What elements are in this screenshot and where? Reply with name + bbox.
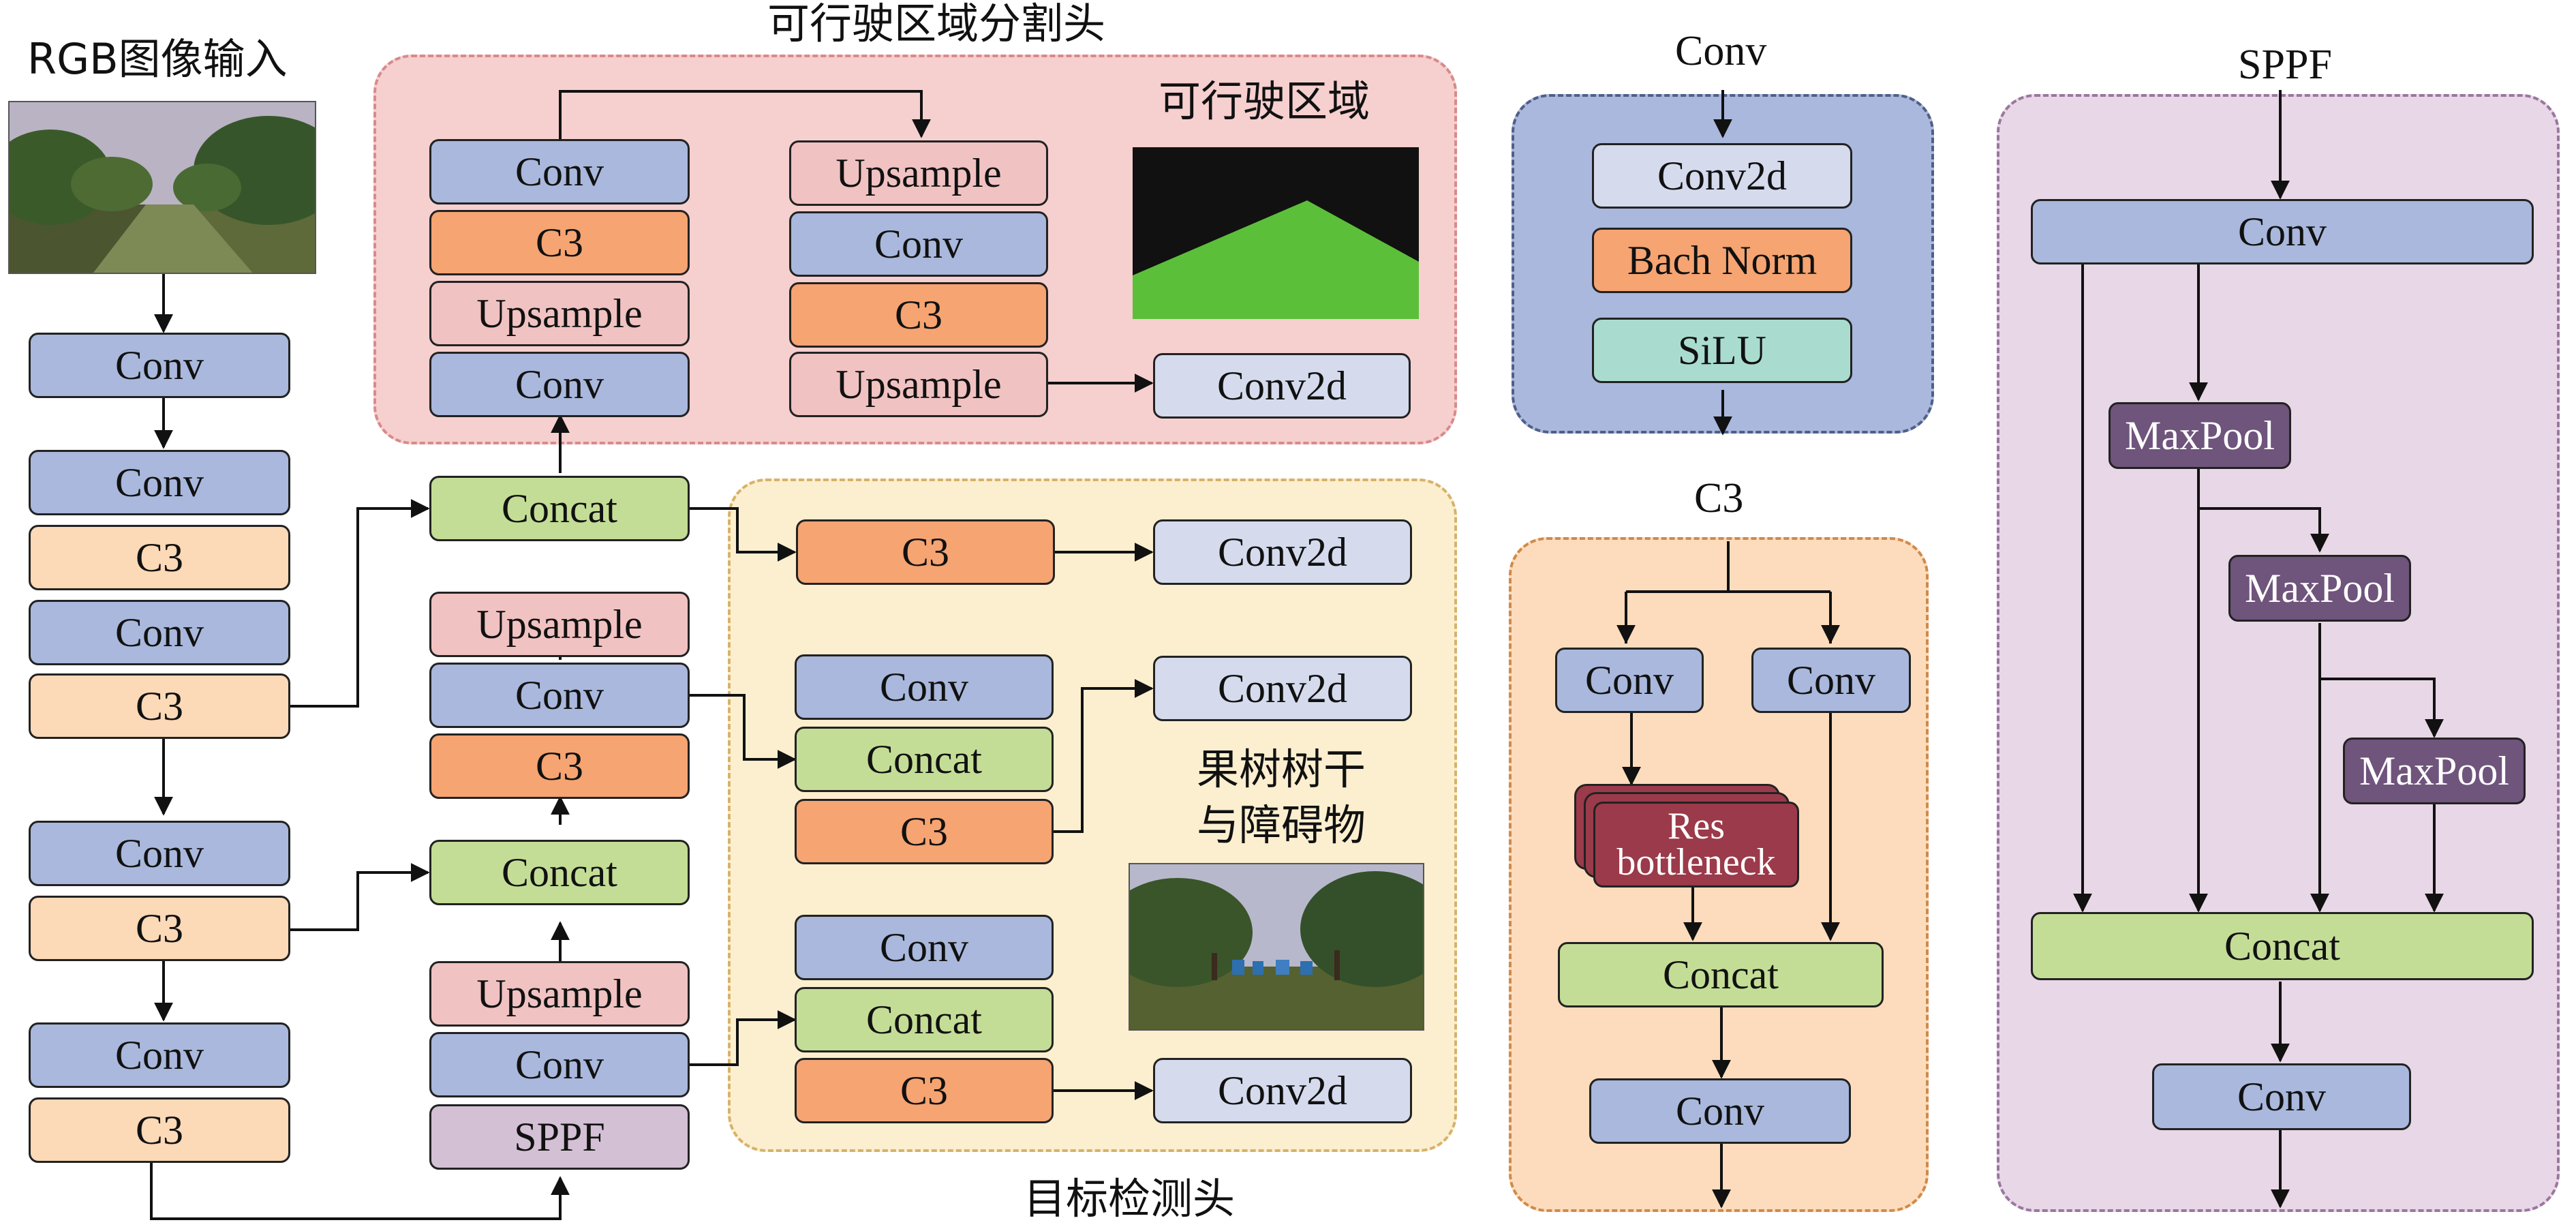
det-c3-2: C3 xyxy=(795,799,1054,864)
sppf-detail-conv-in: Conv xyxy=(2031,199,2534,264)
c3-detail-conv-right: Conv xyxy=(1751,648,1911,713)
backbone-conv-5: Conv xyxy=(29,1022,290,1088)
backbone-conv-2: Conv xyxy=(29,450,290,515)
backbone-conv-3: Conv xyxy=(29,600,290,665)
det-c3-1: C3 xyxy=(796,519,1055,585)
seg-conv-1: Conv xyxy=(429,139,690,204)
neck-sppf: SPPF xyxy=(429,1104,690,1170)
sppf-panel-title: SPPF xyxy=(2238,42,2332,88)
seg-c3-2: C3 xyxy=(789,282,1048,348)
neck-concat-2: Concat xyxy=(429,840,690,905)
c3-detail-concat: Concat xyxy=(1558,942,1884,1007)
c3-detail-conv-out: Conv xyxy=(1589,1078,1851,1144)
det-concat-2: Concat xyxy=(795,727,1054,792)
neck-conv-1: Conv xyxy=(429,663,690,728)
backbone-c3-1: C3 xyxy=(29,525,290,590)
det-conv2d-3: Conv2d xyxy=(1153,1058,1412,1123)
conv-detail-silu: SiLU xyxy=(1592,318,1852,383)
rgb-input-title: RGB图像输入 xyxy=(27,34,288,84)
seg-conv-2: Conv xyxy=(429,352,690,417)
trunk-obstacle-image xyxy=(1129,863,1424,1031)
det-conv-3: Conv xyxy=(795,915,1054,980)
arrow xyxy=(690,1010,797,1066)
conv-panel-title: Conv xyxy=(1675,28,1767,74)
arrow xyxy=(2320,678,2444,738)
sppf-detail-conv-out: Conv xyxy=(2152,1063,2411,1130)
det-conv2d-1: Conv2d xyxy=(1153,519,1412,585)
neck-conv-2: Conv xyxy=(429,1032,690,1097)
sppf-detail-concat: Concat xyxy=(2031,912,2534,980)
conv-detail-conv2d: Conv2d xyxy=(1592,143,1852,209)
seg-upsample-2: Upsample xyxy=(789,140,1048,206)
arrow xyxy=(1053,679,1154,833)
backbone-c3-3: C3 xyxy=(29,896,290,961)
seg-upsample-1: Upsample xyxy=(429,281,690,346)
neck-concat-1: Concat xyxy=(429,476,690,541)
trunk-obstacle-title-2: 与障碍物 xyxy=(1197,800,1366,850)
c3-panel-title: C3 xyxy=(1694,475,1744,521)
seg-conv-3: Conv xyxy=(789,211,1048,277)
arrow xyxy=(690,507,797,562)
sppf-detail-maxpool-2: MaxPool xyxy=(2228,555,2411,622)
drivable-area-title: 可行驶区域 xyxy=(1159,76,1370,126)
arrow xyxy=(559,90,931,143)
orchard-obstacle-photo xyxy=(1130,864,1423,1029)
det-concat-3: Concat xyxy=(795,987,1054,1052)
det-conv2d-2: Conv2d xyxy=(1153,656,1412,721)
drivable-area-mask xyxy=(1133,147,1419,319)
det-c3-3: C3 xyxy=(795,1058,1054,1123)
sppf-detail-maxpool-1: MaxPool xyxy=(2109,402,2291,469)
conv-detail-batchnorm: Bach Norm xyxy=(1592,228,1852,293)
neck-upsample-1: Upsample xyxy=(429,592,690,657)
seg-conv2d-output: Conv2d xyxy=(1153,353,1411,419)
sppf-detail-panel xyxy=(1997,94,2560,1212)
drivable-area-shape xyxy=(1133,200,1419,319)
seg-upsample-3: Upsample xyxy=(789,352,1048,417)
arrow xyxy=(690,694,797,769)
trunk-obstacle-title-1: 果树树干 xyxy=(1197,744,1366,794)
backbone-c3-2: C3 xyxy=(29,673,290,739)
detection-head-title: 目标检测头 xyxy=(1024,1174,1236,1224)
arrow xyxy=(2198,507,2329,553)
rgb-input-image xyxy=(8,101,316,274)
neck-upsample-2: Upsample xyxy=(429,961,690,1027)
arrow xyxy=(150,1162,570,1220)
neck-c3-1: C3 xyxy=(429,733,690,799)
c3-detail-res-bottleneck: Res bottleneck xyxy=(1593,802,1799,887)
arrow xyxy=(1625,541,1832,643)
arrow xyxy=(290,863,430,931)
seg-c3-1: C3 xyxy=(429,210,690,275)
drivable-head-title: 可行驶区域分割头 xyxy=(767,0,1106,48)
backbone-conv-1: Conv xyxy=(29,333,290,398)
arrow xyxy=(290,499,430,708)
backbone-conv-4: Conv xyxy=(29,821,290,886)
backbone-c3-4: C3 xyxy=(29,1097,290,1163)
det-conv-2: Conv xyxy=(795,654,1054,720)
orchard-photo xyxy=(10,102,315,273)
c3-detail-conv-left: Conv xyxy=(1555,648,1704,713)
sppf-detail-maxpool-3: MaxPool xyxy=(2343,738,2526,804)
